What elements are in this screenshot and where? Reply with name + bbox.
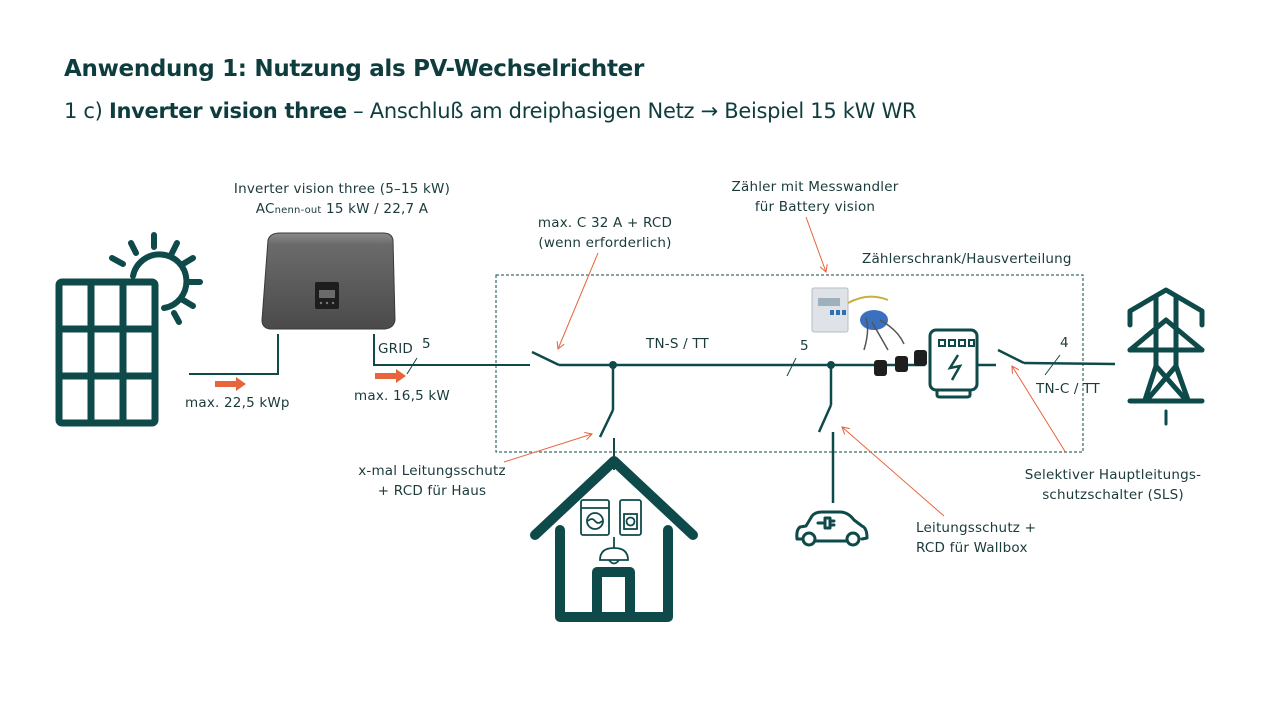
- inverter-name: Inverter vision three (5–15 kW): [233, 181, 451, 197]
- sls-label-line1: Selektiver Hauptleitungs-: [1024, 467, 1202, 483]
- conductors-5-label: 5: [800, 338, 809, 354]
- sun-icon: [109, 232, 203, 325]
- cabinet-label: Zählerschrank/Hausverteilung: [862, 251, 1072, 267]
- main-breaker-line1: max. C 32 A + RCD: [537, 215, 673, 231]
- conductor-tick-5a: [406, 357, 418, 375]
- wallbox-breaker-switch[interactable]: [817, 404, 833, 433]
- sls-label-line2: schutzschalter (SLS): [1042, 487, 1184, 503]
- subtitle-bold: Inverter vision three: [108, 99, 347, 123]
- wallbox-label-line2: RCD für Wallbox: [916, 540, 1028, 556]
- main-breaker-label: max. C 32 A + RCD (wenn erforderlich): [520, 213, 690, 253]
- house-breaker-label: x-mal Leitungsschutz + RCD für Haus: [342, 461, 522, 501]
- meter-label-line2: für Battery vision: [754, 199, 876, 215]
- washing-machine-icon: [580, 499, 610, 536]
- ac-sub: nenn-out: [274, 205, 322, 216]
- socket-icon: [619, 499, 642, 536]
- ac-flow-arrow: [375, 369, 406, 383]
- battery-meter-device: [811, 287, 905, 351]
- ac-values: 15 kW / 22,7 A: [326, 201, 429, 217]
- subtitle-rest: – Anschluß am dreiphasigen Netz → Beispi…: [353, 99, 917, 123]
- meter-label-line1: Zähler mit Messwandler: [731, 179, 899, 195]
- current-transformer-icon: [874, 350, 927, 376]
- page-title: Anwendung 1: Nutzung als PV-Wechselricht…: [64, 56, 645, 82]
- wallbox-label-line1: Leitungsschutz +: [916, 520, 1037, 536]
- house-label-line1: x-mal Leitungsschutz: [358, 463, 506, 479]
- pointer-meter: [805, 216, 826, 272]
- grid-conductors: 5: [422, 336, 431, 352]
- tn-c-label: TN-C / TT: [1036, 381, 1100, 397]
- house-label-line2: + RCD für Haus: [377, 483, 487, 499]
- conductors-4-label: 4: [1060, 335, 1069, 351]
- pv-flow-arrow: [215, 377, 246, 391]
- power-pylon-icon: [1127, 287, 1205, 426]
- electric-car-icon: [795, 510, 869, 547]
- solar-panel-icon: [55, 278, 159, 427]
- meter-icon: [928, 328, 979, 399]
- tn-s-label: TN-S / TT: [646, 336, 709, 352]
- inverter-label: Inverter vision three (5–15 kW) ACnenn-o…: [222, 179, 462, 221]
- wallbox-breaker-label: Leitungsschutz + RCD für Wallbox: [916, 518, 1036, 558]
- subtitle-prefix: 1 c): [64, 99, 103, 123]
- pv-max-label: max. 22,5 kWp: [185, 395, 290, 411]
- conductor-tick-4: [1044, 354, 1061, 376]
- inverter-ac-rating: ACnenn-out 15 kW / 22,7 A: [222, 199, 462, 221]
- grid-line: [373, 334, 530, 366]
- pointer-main-breaker: [558, 252, 599, 349]
- ac-prefix: AC: [255, 201, 275, 217]
- pointer-sls: [1012, 366, 1067, 454]
- house-icon: [530, 456, 698, 622]
- cabinet-box: [495, 274, 1084, 453]
- meter-label: Zähler mit Messwandler für Battery visio…: [720, 177, 910, 217]
- pointer-wallbox-breaker: [842, 427, 945, 517]
- ac-max-label: max. 16,5 kW: [354, 388, 450, 404]
- main-breaker-switch[interactable]: [531, 350, 560, 367]
- sls-label: Selektiver Hauptleitungs- schutzschalter…: [1008, 465, 1218, 505]
- grid-label: GRID: [378, 341, 414, 357]
- pointer-house-breaker: [503, 434, 592, 463]
- inverter-device: [261, 232, 396, 330]
- lamp-icon: [599, 537, 629, 565]
- house-breaker-switch[interactable]: [598, 409, 615, 438]
- conductor-tick-5b: [786, 357, 797, 377]
- page-subtitle: 1 c) Inverter vision three – Anschluß am…: [64, 99, 917, 123]
- sls-switch[interactable]: [997, 348, 1025, 365]
- main-breaker-line2: (wenn erforderlich): [538, 235, 672, 251]
- pv-dc-line: [189, 334, 279, 375]
